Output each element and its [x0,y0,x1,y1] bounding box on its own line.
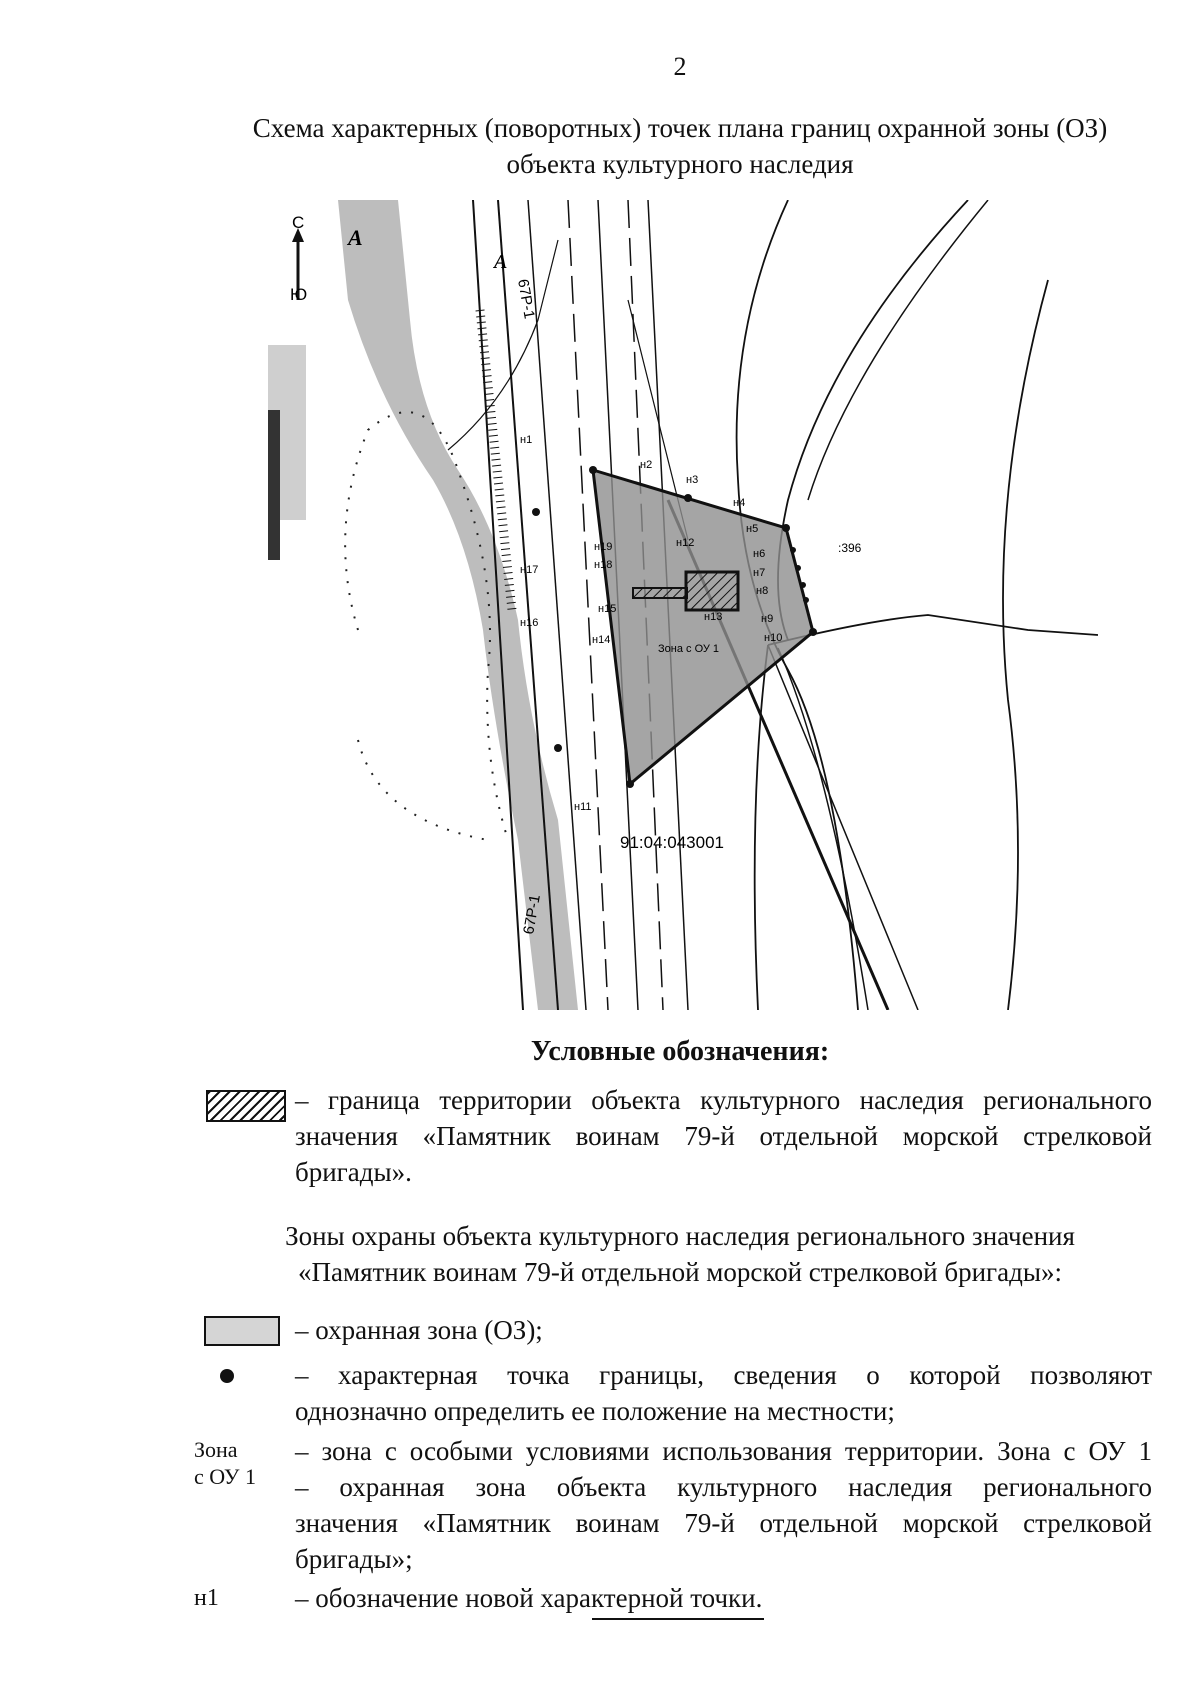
title-line-1: Схема характерных (поворотных) точек пла… [252,113,1108,143]
compass-south: Ю [290,285,307,304]
svg-text:н9: н9 [761,613,773,625]
zone-label: Зона с ОУ 1 [658,643,719,655]
svg-text:н1: н1 [520,434,532,446]
point-symbol [220,1369,234,1383]
svg-text:н18: н18 [594,559,612,571]
svg-text:н19: н19 [594,541,612,553]
title-line-2: объекта культурного наследия [506,149,854,179]
zone-description: – зона с особыми условиями использования… [295,1436,1152,1574]
svg-text:н5: н5 [746,523,758,535]
svg-text:н10: н10 [764,632,782,644]
page-title: Схема характерных (поворотных) точек пла… [200,110,1160,182]
svg-text:н16: н16 [520,617,538,629]
territory-hatch-symbol [206,1090,286,1122]
building-dark [268,410,280,560]
svg-text:н17: н17 [520,564,538,576]
svg-text:н7: н7 [753,567,765,579]
svg-text:н6: н6 [753,548,765,560]
svg-text:н8: н8 [756,585,768,597]
new-point-symbol-label: н1 [194,1585,219,1611]
svg-text:н12: н12 [676,537,694,549]
protection-zone [591,467,815,787]
zones-title: Зоны охраны объекта культурного наследия… [285,1221,1075,1287]
road-letter: А [346,225,363,250]
grey-strip [338,200,578,1010]
closing-rule [592,1618,764,1620]
boundary-points [532,466,817,788]
svg-text:А: А [492,251,507,273]
svg-text:н2: н2 [640,459,652,471]
svg-text:н3: н3 [686,474,698,486]
zone-symbol-label: Зона с ОУ 1 [194,1437,256,1489]
svg-text:н13: н13 [704,611,722,623]
parcel-short: :396 [838,541,862,555]
dotted-path [344,411,509,841]
monument-territory [684,570,740,612]
legend-heading: Условные обозначения: [530,1036,830,1067]
parcel-number: 91:04:043001 [620,833,724,852]
protection-zone-symbol [204,1316,280,1346]
cadastral-map: С Ю А А 67Р-1 67Р-1 91:04:043001 :396 Зо… [268,200,1098,1010]
new-point-description: – обозначение новой характерной точки. [295,1583,763,1613]
svg-text:н14: н14 [592,634,610,646]
road-label: 67Р-1 [514,278,538,320]
territory-description: – граница территории объекта культурного… [295,1085,1152,1187]
page-number: 2 [673,52,687,81]
svg-text:н11: н11 [574,801,592,813]
oz-description: – охранная зона (ОЗ); [295,1315,543,1345]
compass-north: С [292,213,304,232]
svg-text:67Р-1: 67Р-1 [520,893,544,935]
road-ticks [475,309,517,611]
point-description: – характерная точка границы, сведения о … [295,1360,1152,1426]
road-edge [472,200,524,1010]
svg-text:н15: н15 [598,603,616,615]
svg-text:н4: н4 [733,497,745,509]
point-labels: н1 н2 н3 н4 н5 н6 н7 н8 н9 н10 н11 н12 н… [520,434,782,813]
